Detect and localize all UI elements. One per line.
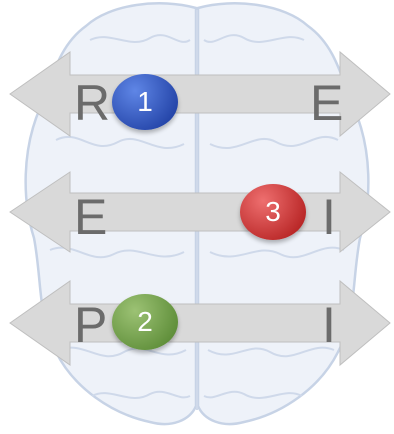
step-badge-2: 2 [112,294,178,350]
row3-left-letter: P [74,297,108,353]
arrow-row-1 [9,50,391,138]
step-badge-1-number: 1 [137,86,153,117]
row2-left-letter: E [74,189,108,245]
arrow-row-3 [9,279,391,367]
row1-right-letter: E [310,75,344,131]
row3-right-letter: I [322,297,336,353]
step-badge-3: 3 [240,184,306,240]
step-badge-2-number: 2 [137,306,153,337]
step-badge-1: 1 [112,74,178,130]
row1-left-letter: R [74,75,111,131]
arrow-row-2 [9,170,391,254]
step-badge-3-number: 3 [265,196,281,227]
row2-right-letter: I [322,189,336,245]
